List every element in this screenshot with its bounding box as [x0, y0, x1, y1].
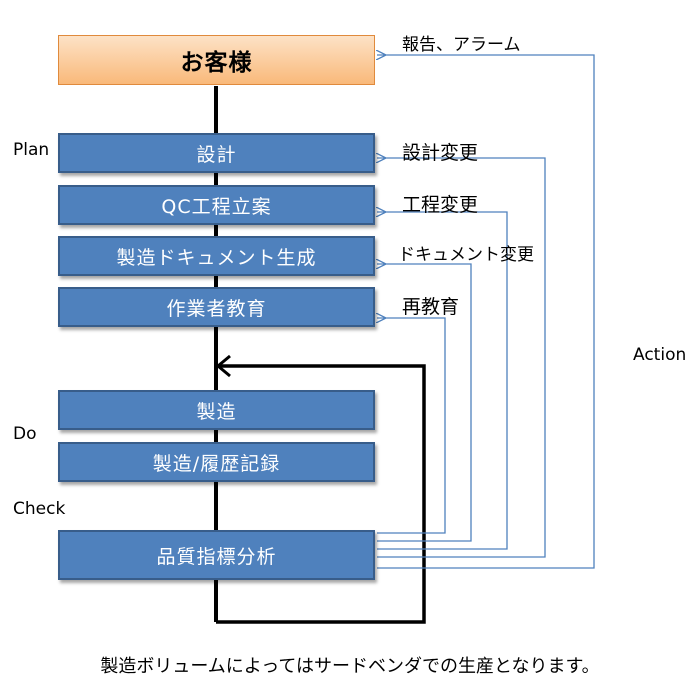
phase-check-label: Check	[13, 499, 66, 519]
feedback-line-retraining	[377, 318, 446, 534]
manufacture-record-box: 製造/履歴記録	[58, 442, 375, 482]
feedback-line-document-change	[377, 264, 472, 542]
document-change-label: ドキュメント変更	[398, 245, 534, 265]
feedback-line-process-change	[377, 212, 508, 550]
qc-plan-box: QC工程立案	[58, 185, 375, 225]
phase-do-label: Do	[13, 424, 37, 444]
manufacture-box: 製造	[58, 390, 375, 430]
manufacturing-loop-arrowhead	[215, 354, 231, 378]
design-box: 設計	[58, 133, 375, 173]
process-change-label: 工程変更	[402, 194, 479, 216]
phase-action-label: Action	[633, 345, 687, 365]
retraining-label: 再教育	[402, 296, 460, 318]
report-alarm-label: 報告、アラーム	[402, 35, 521, 55]
feedback-line-report-alarm	[377, 55, 595, 569]
feedback-line-design-change	[377, 158, 546, 558]
customer-box: お客様	[58, 35, 375, 85]
quality-analysis-box: 品質指標分析	[58, 530, 375, 580]
footnote: 製造ボリュームによってはサードベンダでの生産となります。	[100, 656, 600, 677]
phase-plan-label: Plan	[13, 140, 50, 160]
design-change-label: 設計変更	[402, 142, 479, 164]
documents-box: 製造ドキュメント生成	[58, 236, 375, 276]
training-box: 作業者教育	[58, 287, 375, 327]
manufacturing-loop-line	[216, 364, 426, 624]
